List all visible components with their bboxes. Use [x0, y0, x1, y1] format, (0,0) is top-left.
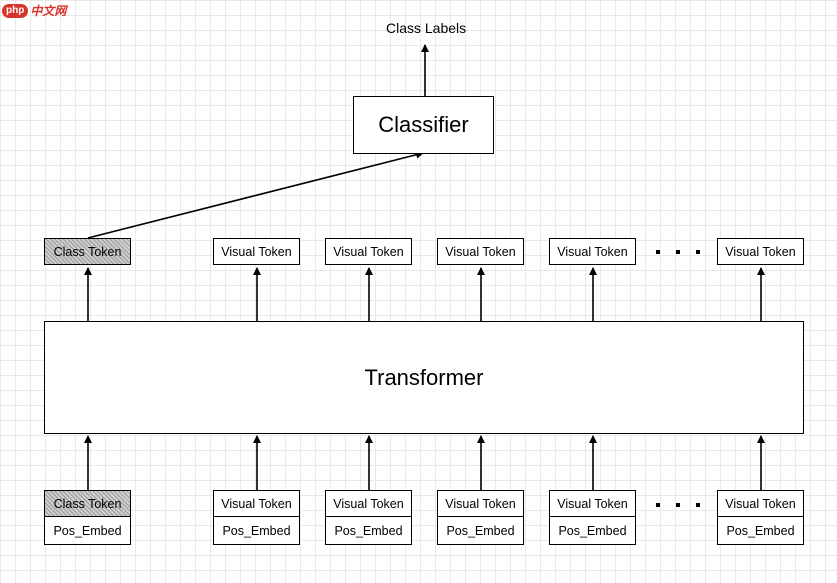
- input-pos-embed-3: Pos_Embed: [437, 517, 524, 545]
- output-visual-token-2: Visual Token: [325, 238, 412, 265]
- input-visual-token-1: Visual Token: [213, 490, 300, 517]
- input-pos-embed-4: Pos_Embed: [549, 517, 636, 545]
- site-logo: php 中文网: [2, 2, 66, 19]
- class-labels-text: Class Labels: [386, 20, 467, 36]
- input-visual-token-4: Visual Token: [549, 490, 636, 517]
- output-visual-token-4: Visual Token: [549, 238, 636, 265]
- input-visual-token-5: Visual Token: [717, 490, 804, 517]
- input-pos-embed-5: Pos_Embed: [717, 517, 804, 545]
- input-visual-token-2: Visual Token: [325, 490, 412, 517]
- input-pos-embed-2: Pos_Embed: [325, 517, 412, 545]
- transformer-box: Transformer: [44, 321, 804, 434]
- output-class-token: Class Token: [44, 238, 131, 265]
- input-pos-embed-1: Pos_Embed: [213, 517, 300, 545]
- input-visual-token-3: Visual Token: [437, 490, 524, 517]
- logo-text: 中文网: [30, 4, 67, 18]
- output-visual-token-3: Visual Token: [437, 238, 524, 265]
- output-visual-token-5: Visual Token: [717, 238, 804, 265]
- arrow-class-token-to-classifier: [87, 150, 424, 239]
- input-pos-embed-0: Pos_Embed: [44, 517, 131, 545]
- classifier-box: Classifier: [353, 96, 494, 154]
- logo-badge: php: [2, 3, 29, 18]
- input-class-token: Class Token: [44, 490, 131, 517]
- output-visual-token-1: Visual Token: [213, 238, 300, 265]
